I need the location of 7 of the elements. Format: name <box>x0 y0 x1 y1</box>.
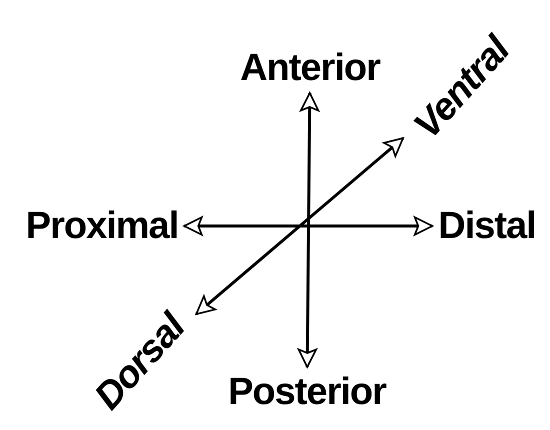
double-headed-arrow <box>195 137 404 316</box>
double-headed-arrow <box>298 92 320 368</box>
direction-label: Proximal <box>26 207 178 245</box>
direction-label: Posterior <box>228 373 386 411</box>
double-headed-arrow <box>183 216 434 236</box>
direction-label: Distal <box>438 207 536 245</box>
direction-label: Anterior <box>240 49 380 87</box>
